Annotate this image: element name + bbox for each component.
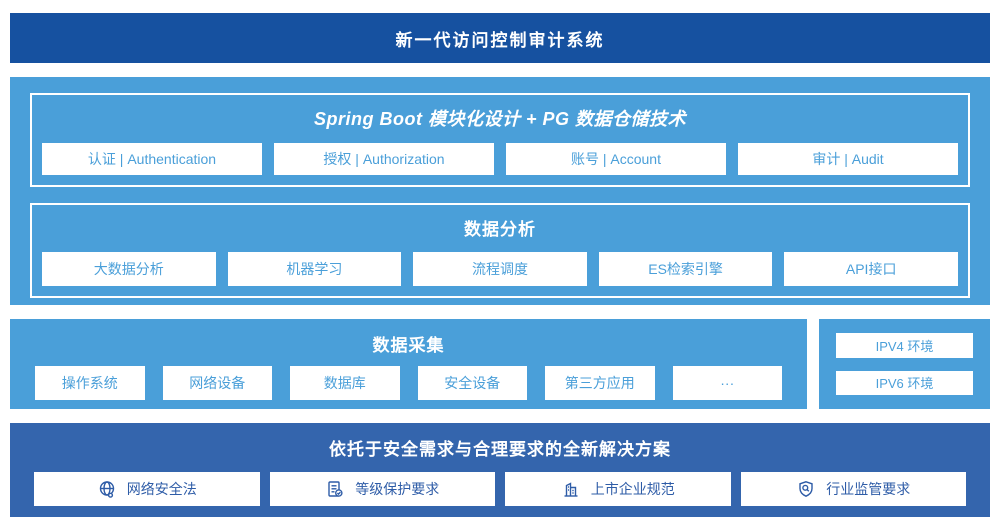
collection-module-row: 操作系统 网络设备 数据库 安全设备 第三方应用 ··· <box>35 366 782 400</box>
data-analysis-group: 数据分析 大数据分析 机器学习 流程调度 ES检索引擎 API接口 <box>30 203 970 298</box>
data-collection-title: 数据采集 <box>372 336 445 355</box>
shield-search-icon <box>796 479 816 499</box>
module-authorization: 授权 | Authorization <box>274 143 494 175</box>
module-security-device: 安全设备 <box>417 366 527 400</box>
module-network-device: 网络设备 <box>162 366 272 400</box>
module-thirdparty-app: 第三方应用 <box>545 366 655 400</box>
doc-check-icon <box>325 479 345 499</box>
module-authentication: 认证 | Authentication <box>42 143 262 175</box>
spring-boot-title: Spring Boot 模块化设计 + PG 数据仓储技术 <box>313 109 686 129</box>
globe-icon <box>97 479 117 499</box>
module-audit: 审计 | Audit <box>738 143 958 175</box>
solution-listed-company: 上市企业规范 <box>505 472 731 506</box>
solution-label: 等级保护要求 <box>355 481 440 497</box>
solution-row: 网络安全法 等级保护要求 <box>34 472 966 506</box>
module-ml: 机器学习 <box>227 252 402 286</box>
module-bigdata: 大数据分析 <box>42 252 216 286</box>
platform-section: Spring Boot 模块化设计 + PG 数据仓储技术 认证 | Authe… <box>10 77 990 305</box>
spring-boot-group: Spring Boot 模块化设计 + PG 数据仓储技术 认证 | Authe… <box>30 93 970 187</box>
solution-title: 依托于安全需求与合理要求的全新解决方案 <box>329 440 671 459</box>
solution-classified-protection: 等级保护要求 <box>269 472 495 506</box>
environment-panel: IPV4 环境 IPV6 环境 <box>819 319 990 409</box>
module-database: 数据库 <box>290 366 400 400</box>
ipv6-env-box: IPV6 环境 <box>836 370 973 395</box>
spring-module-row: 认证 | Authentication 授权 | Authorization 账… <box>42 143 958 175</box>
solution-industry-regulation: 行业监管要求 <box>740 472 966 506</box>
solution-label: 行业监管要求 <box>826 481 911 497</box>
data-analysis-title: 数据分析 <box>464 220 536 239</box>
solution-cybersecurity-law: 网络安全法 <box>34 472 260 506</box>
data-collection-section: 数据采集 操作系统 网络设备 数据库 安全设备 第三方应用 ··· <box>10 319 807 409</box>
collection-row: 数据采集 操作系统 网络设备 数据库 安全设备 第三方应用 ··· IPV4 环… <box>10 319 990 409</box>
solution-label: 上市企业规范 <box>590 481 675 497</box>
ipv4-env-box: IPV4 环境 <box>836 333 973 358</box>
module-account: 账号 | Account <box>506 143 726 175</box>
module-ellipsis: ··· <box>672 366 782 400</box>
module-os: 操作系统 <box>35 366 145 400</box>
analysis-module-row: 大数据分析 机器学习 流程调度 ES检索引擎 API接口 <box>42 252 958 286</box>
building-icon <box>561 479 581 499</box>
system-title-banner: 新一代访问控制审计系统 <box>10 13 990 63</box>
module-workflow: 流程调度 <box>413 252 587 286</box>
module-api: API接口 <box>784 252 958 286</box>
system-title: 新一代访问控制审计系统 <box>395 30 605 50</box>
module-es-search: ES检索引擎 <box>598 252 773 286</box>
solution-section: 依托于安全需求与合理要求的全新解决方案 网络安全法 <box>10 423 990 517</box>
solution-label: 网络安全法 <box>126 481 197 497</box>
